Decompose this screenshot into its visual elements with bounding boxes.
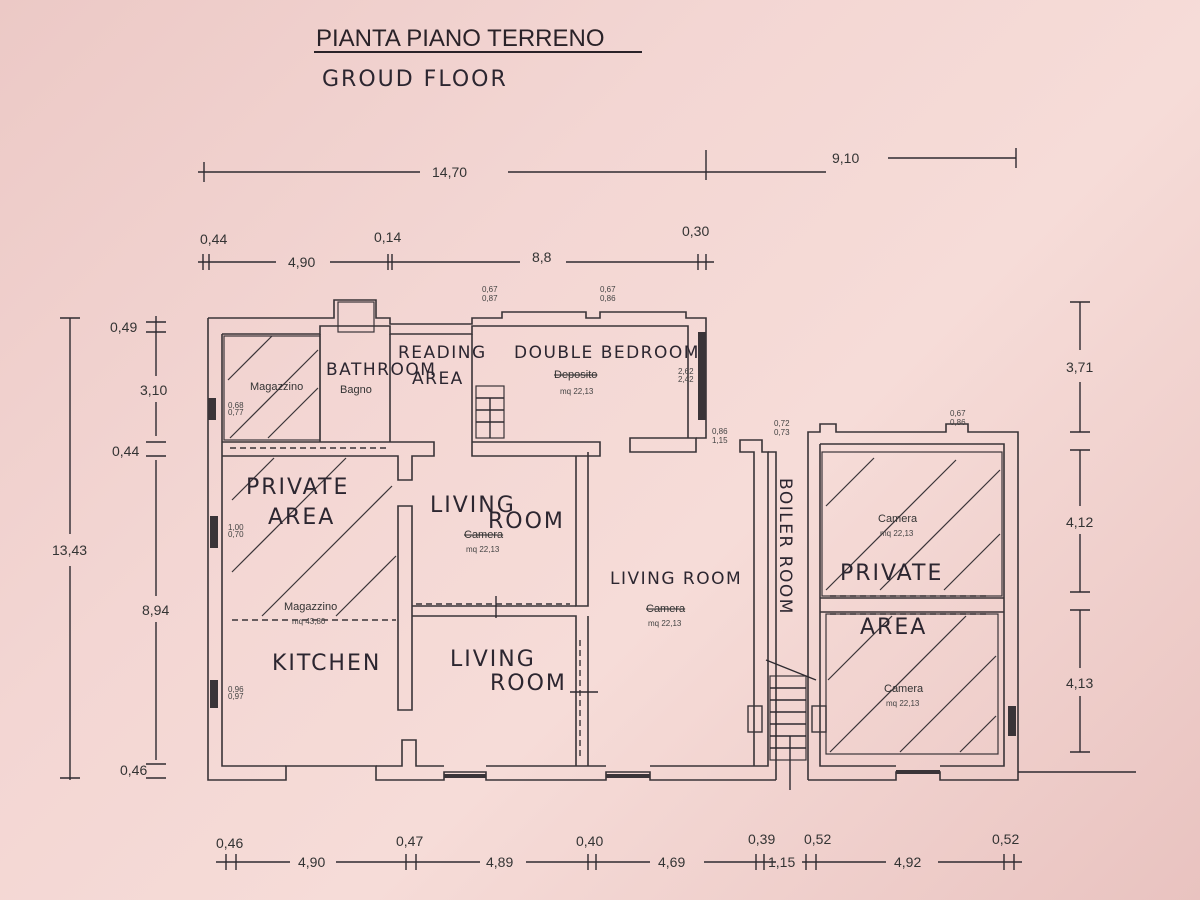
dim-4-69-bottom: 4,69 — [658, 854, 685, 870]
dim-0-44-top: 0,44 — [200, 231, 227, 247]
room-magazzino-mid: Magazzino — [284, 601, 337, 613]
hand-double-bedroom: DOUBLE BEDROOM — [514, 343, 700, 363]
room-magazzino-mid-area: mq 43,80 — [292, 617, 326, 626]
plan-subtitle: GROUD FLOOR — [322, 67, 508, 92]
dim-8-8-top: 8,8 — [532, 249, 552, 265]
svg-text:0,77: 0,77 — [228, 408, 244, 417]
hand-reading-area: AREA — [412, 369, 464, 389]
plan-title: PIANTA PIANO TERRENO — [316, 25, 605, 52]
room-camera-right-top: Camera — [878, 513, 918, 525]
dim-1-15-bottom: 1,15 — [768, 854, 795, 870]
dim-4-90-bottom: 4,90 — [298, 854, 325, 870]
dim-0-14-top: 0,14 — [374, 229, 401, 245]
hand-private-area-1: PRIVATE — [246, 475, 349, 500]
svg-text:2,42: 2,42 — [678, 375, 694, 384]
room-camera-right-bottom-area: mq 22,13 — [886, 699, 920, 708]
dim-0-47-bottom: 0,47 — [396, 833, 423, 849]
dim-4-90-top: 4,90 — [288, 254, 315, 270]
dim-0-52-bottom-a: 0,52 — [804, 831, 831, 847]
main-building-walls — [207, 299, 777, 781]
svg-text:0,86: 0,86 — [950, 418, 966, 427]
dim-3-71: 3,71 — [1066, 359, 1093, 375]
dim-4-12: 4,12 — [1066, 514, 1093, 530]
svg-text:0,72: 0,72 — [774, 419, 790, 428]
svg-text:0,86: 0,86 — [600, 294, 616, 303]
dim-3-10: 3,10 — [140, 382, 167, 398]
bedroom-stair — [475, 385, 505, 439]
room-deposito: Deposito — [554, 369, 597, 381]
room-camera-1: Camera — [464, 529, 504, 541]
room-camera-3: Camera — [646, 603, 686, 615]
dim-4-92-bottom: 4,92 — [894, 854, 921, 870]
dim-9-10: 9,10 — [832, 150, 859, 166]
room-camera-right-top-area: mq 22,13 — [880, 529, 914, 538]
dim-13-43: 13,43 — [52, 542, 87, 558]
dim-0-46-left: 0,46 — [120, 762, 147, 778]
dim-0-39-bottom: 0,39 — [748, 831, 775, 847]
hatched-private-area — [230, 447, 598, 760]
hand-boiler-room: BOILER ROOM — [775, 478, 795, 615]
room-bagno: Bagno — [340, 384, 372, 396]
left-dimensions: 13,43 0,49 3,10 0,44 8,94 0,46 — [52, 316, 169, 780]
dim-0-40-bottom: 0,40 — [576, 833, 603, 849]
dim-4-89-bottom: 4,89 — [486, 854, 513, 870]
hand-bathroom: BATHROOM — [326, 360, 436, 380]
svg-text:0,67: 0,67 — [950, 409, 966, 418]
svg-text:0,67: 0,67 — [482, 285, 498, 294]
dim-0-30-top: 0,30 — [682, 223, 709, 239]
svg-text:1,00: 1,00 — [228, 523, 244, 532]
hand-living-room-1a: LIVING — [430, 493, 516, 518]
right-building-walls — [807, 423, 1019, 781]
hand-living-room-2b: ROOM — [490, 671, 567, 696]
svg-text:0,70: 0,70 — [228, 530, 244, 539]
hatched-right-rooms — [825, 457, 1001, 753]
svg-text:0,67: 0,67 — [600, 285, 616, 294]
hand-living-room-1b: ROOM — [488, 509, 565, 534]
window-labels: 0,67 0,87 0,67 0,86 0,86 1,15 0,72 0,73 … — [228, 285, 966, 701]
hatched-magazzino-top — [223, 335, 321, 441]
dim-14-70: 14,70 — [432, 164, 467, 180]
room-camera-1-area: mq 22,13 — [466, 545, 500, 554]
window-markers — [208, 301, 1016, 778]
hand-private-right-2: AREA — [860, 615, 927, 640]
top-dimension-row-1: 14,70 9,10 — [198, 148, 1017, 182]
svg-text:0,68: 0,68 — [228, 401, 244, 410]
svg-text:0,96: 0,96 — [228, 685, 244, 694]
svg-text:0,87: 0,87 — [482, 294, 498, 303]
svg-text:2,62: 2,62 — [678, 367, 694, 376]
hand-private-right-1: PRIVATE — [840, 561, 943, 586]
hand-living-room-2a: LIVING — [450, 647, 536, 672]
dim-8-94: 8,94 — [142, 602, 169, 618]
dim-0-52-bottom-b: 0,52 — [992, 831, 1019, 847]
svg-text:0,86: 0,86 — [712, 427, 728, 436]
bottom-dimensions: 0,46 0,47 0,40 0,39 0,52 0,52 4,90 4,89 … — [216, 831, 1022, 870]
hand-reading: READING — [398, 343, 487, 363]
handwritten-labels: BATHROOM READING AREA DOUBLE BEDROOM PRI… — [246, 343, 943, 696]
dim-0-46-bottom: 0,46 — [216, 835, 243, 851]
dim-0-44-left: 0,44 — [112, 443, 139, 459]
hand-private-area-2: AREA — [268, 505, 335, 530]
room-magazzino-top: Magazzino — [250, 381, 303, 393]
svg-text:0,73: 0,73 — [774, 428, 790, 437]
hand-living-room-3: LIVING ROOM — [610, 569, 742, 589]
hand-kitchen: KITCHEN — [272, 651, 381, 676]
printed-room-labels: Magazzino Bagno Deposito mq 22,13 Camera… — [250, 369, 924, 708]
top-dimension-row-2: 0,44 0,14 0,30 4,90 8,8 — [198, 223, 714, 270]
svg-text:0,97: 0,97 — [228, 692, 244, 701]
room-camera-right-bottom: Camera — [884, 683, 924, 695]
right-dimensions: 3,71 4,12 4,13 — [1066, 301, 1093, 753]
dim-4-13: 4,13 — [1066, 675, 1093, 691]
svg-text:1,15: 1,15 — [712, 436, 728, 445]
boiler-room-stair — [765, 659, 817, 790]
room-camera-3-area: mq 22,13 — [648, 619, 682, 628]
dim-0-49: 0,49 — [110, 319, 137, 335]
room-deposito-area: mq 22,13 — [560, 387, 594, 396]
